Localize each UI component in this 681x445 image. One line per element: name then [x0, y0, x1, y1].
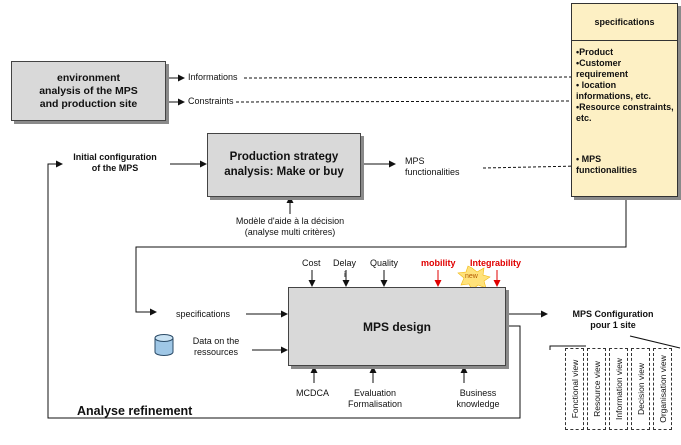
mps-design-box: MPS design [288, 287, 506, 366]
view-column-organisation: Organisation view [653, 348, 672, 430]
mps-functionalities-label: MPS functionalities [405, 156, 460, 177]
production-strategy-box: Production strategy analysis: Make or bu… [207, 133, 361, 197]
evaluation-label: Evaluation Formalisation [347, 388, 403, 409]
strategy-line-2: analysis: Make or buy [224, 166, 344, 178]
arrow-spec-loop [135, 198, 627, 316]
arrow-functionalities-to-spec [482, 162, 581, 170]
view-column-functional: Fonctional view [565, 348, 584, 430]
spec-mps-item-1: • MPS [576, 154, 602, 164]
strategy-line-1: Production strategy [229, 151, 339, 163]
view-label: Decision view [635, 363, 646, 415]
view-column-resource: Resource view [587, 348, 606, 430]
quality-label: Quality [370, 258, 399, 268]
spec-mps-item-2: functionalities [576, 165, 638, 175]
mcdca-label: MCDCA [296, 388, 329, 398]
mps-configuration-label: MPS Configuration pour 1 site [572, 309, 654, 330]
integrability-label: Integrability [470, 258, 522, 268]
arrow-feedback-loop [47, 160, 521, 419]
view-column-decision: Decision view [631, 348, 650, 430]
env-line-1: environment [56, 71, 120, 84]
delay-suffix-label: i [344, 270, 346, 279]
informations-label: Informations [188, 72, 238, 82]
analyse-refinement-label: Analyse refinement [77, 404, 193, 418]
view-label: Fonctional view [569, 359, 580, 419]
view-label: Information view [613, 358, 624, 420]
spec-item: • location informations, etc. [576, 80, 652, 101]
spec-item: •Product [576, 47, 614, 57]
business-knowledge-label: Business knowledge [456, 388, 500, 409]
view-label: Organisation view [657, 355, 668, 423]
new-badge-label: new [465, 273, 478, 280]
spec-item: •Customer requirement [576, 58, 629, 79]
view-label: Resource view [591, 361, 602, 417]
cost-label: Cost [302, 258, 321, 268]
mps-design-title: MPS design [362, 319, 431, 334]
environment-analysis-box: environment analysis of the MPS and prod… [11, 61, 166, 121]
specifications-panel: specifications •Product •Customer requir… [571, 3, 678, 197]
data-resources-label: Data on the ressources [192, 336, 240, 357]
env-line-2: analysis of the MPS [39, 84, 138, 97]
constraints-label: Constraints [188, 96, 234, 106]
mobility-label: mobility [421, 258, 456, 268]
specifications-title: specifications [572, 4, 677, 41]
arrow-constraints-to-spec [235, 97, 581, 105]
specifications-input-label: specifications [176, 309, 231, 319]
spec-item: •Resource constraints, etc. [576, 102, 674, 123]
decision-model-label: Modèle d'aide à la décision (analyse mul… [235, 216, 345, 237]
specifications-list: •Product •Customer requirement • locatio… [572, 41, 677, 176]
database-icon [154, 334, 174, 356]
view-column-information: Information view [609, 348, 628, 430]
split-left [549, 345, 586, 350]
env-line-3: and production site [39, 97, 138, 110]
initial-configuration-label: Initial configuration of the MPS [73, 152, 157, 173]
delay-label: Delay [333, 258, 357, 268]
arrow-info-to-spec [243, 73, 581, 81]
split-right [629, 335, 681, 349]
